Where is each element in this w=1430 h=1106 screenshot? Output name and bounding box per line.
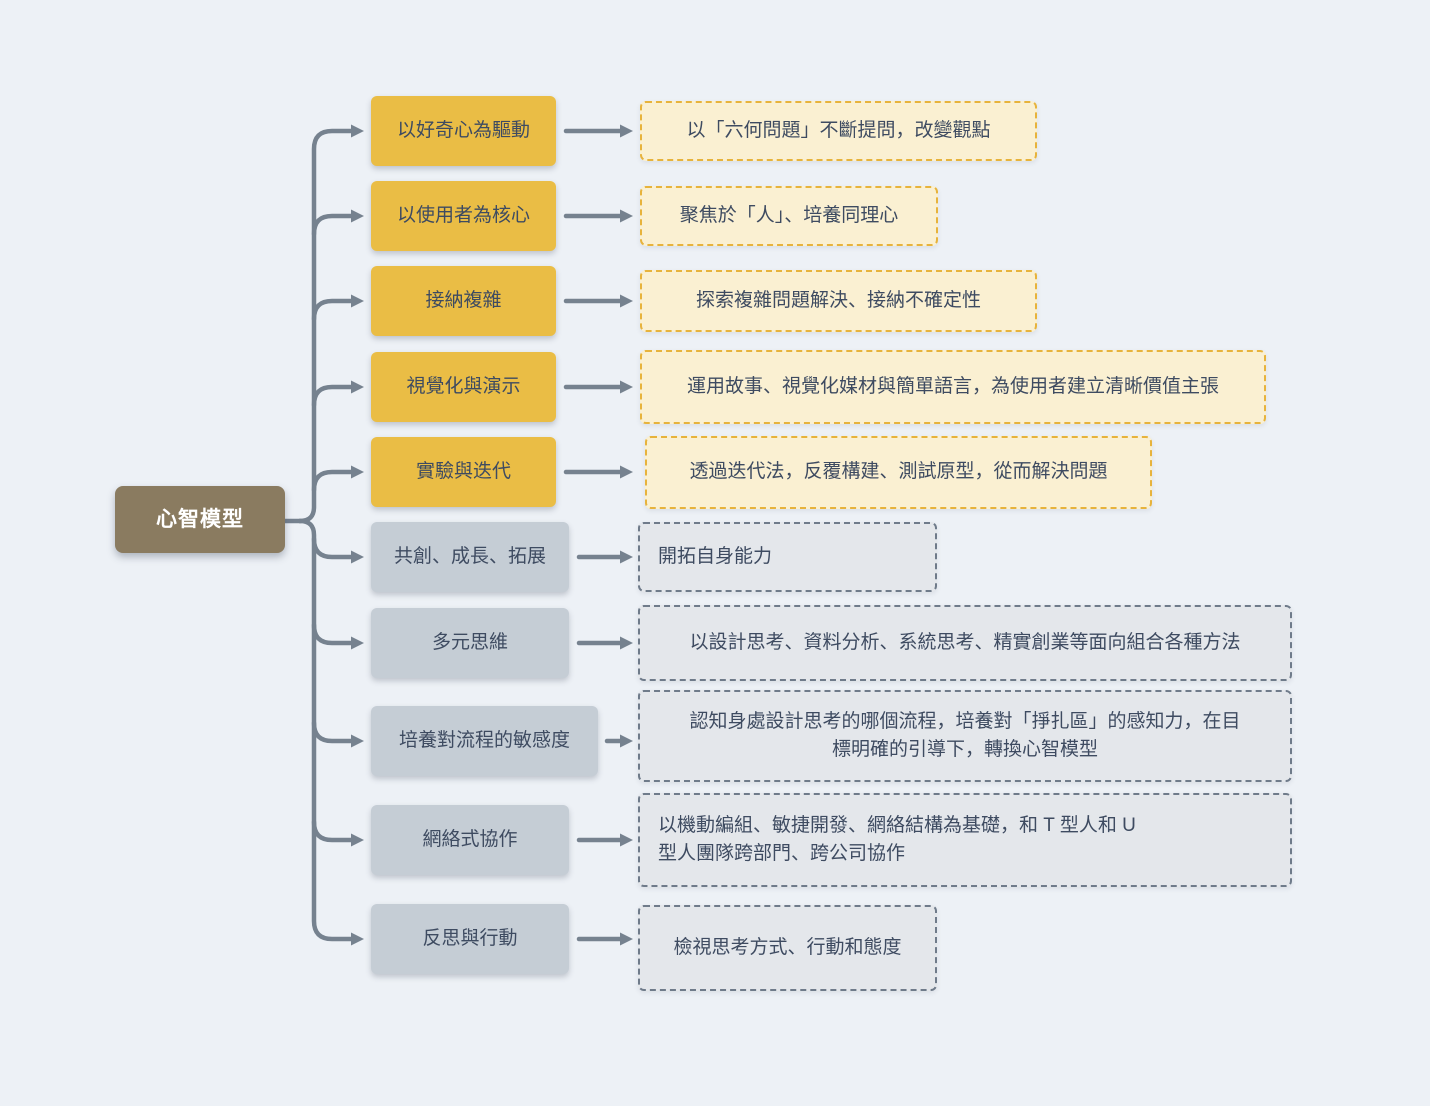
- branch-node-curiosity-driven[interactable]: 以好奇心為驅動: [371, 96, 556, 166]
- leaf-note-process-sensitivity[interactable]: 認知身處設計思考的哪個流程，培養對「掙扎區」的感知力，在目 標明確的引導下，轉換…: [638, 690, 1292, 782]
- branch-node-reflect-and-act[interactable]: 反思與行動: [371, 904, 569, 974]
- branch-node-visualization-demo[interactable]: 視覺化與演示: [371, 352, 556, 422]
- leaf-note-diverse-thinking[interactable]: 以設計思考、資料分析、系統思考、精實創業等面向組合各種方法: [638, 605, 1292, 681]
- leaf-note-user-centered[interactable]: 聚焦於「人」、培養同理心: [640, 186, 938, 246]
- branch-node-process-sensitivity[interactable]: 培養對流程的敏感度: [371, 706, 598, 776]
- branch-node-diverse-thinking[interactable]: 多元思維: [371, 608, 569, 678]
- leaf-note-curiosity-driven[interactable]: 以「六何問題」不斷提問，改變觀點: [640, 101, 1037, 161]
- root-node-mental-model[interactable]: 心智模型: [115, 486, 285, 553]
- leaf-note-experiment-iterate[interactable]: 透過迭代法，反覆構建、測試原型，從而解決問題: [645, 436, 1152, 509]
- branch-node-embrace-complexity[interactable]: 接納複雜: [371, 266, 556, 336]
- leaf-note-embrace-complexity[interactable]: 探索複雜問題解決、接納不確定性: [640, 270, 1037, 332]
- branch-node-networked-collaboration[interactable]: 網絡式協作: [371, 805, 569, 875]
- leaf-note-cocreate-grow-expand[interactable]: 開拓自身能力: [638, 522, 937, 592]
- branch-node-user-centered[interactable]: 以使用者為核心: [371, 181, 556, 251]
- leaf-note-reflect-and-act[interactable]: 檢視思考方式、行動和態度: [638, 905, 937, 991]
- leaf-note-networked-collaboration[interactable]: 以機動編組、敏捷開發、網絡結構為基礎，和 T 型人和 U 型人團隊跨部門、跨公司…: [638, 793, 1292, 887]
- leaf-note-visualization-demo[interactable]: 運用故事、視覺化媒材與簡單語言，為使用者建立清晰價值主張: [640, 350, 1266, 424]
- branch-node-cocreate-grow-expand[interactable]: 共創、成長、拓展: [371, 522, 569, 592]
- branch-node-experiment-iterate[interactable]: 實驗與迭代: [371, 437, 556, 507]
